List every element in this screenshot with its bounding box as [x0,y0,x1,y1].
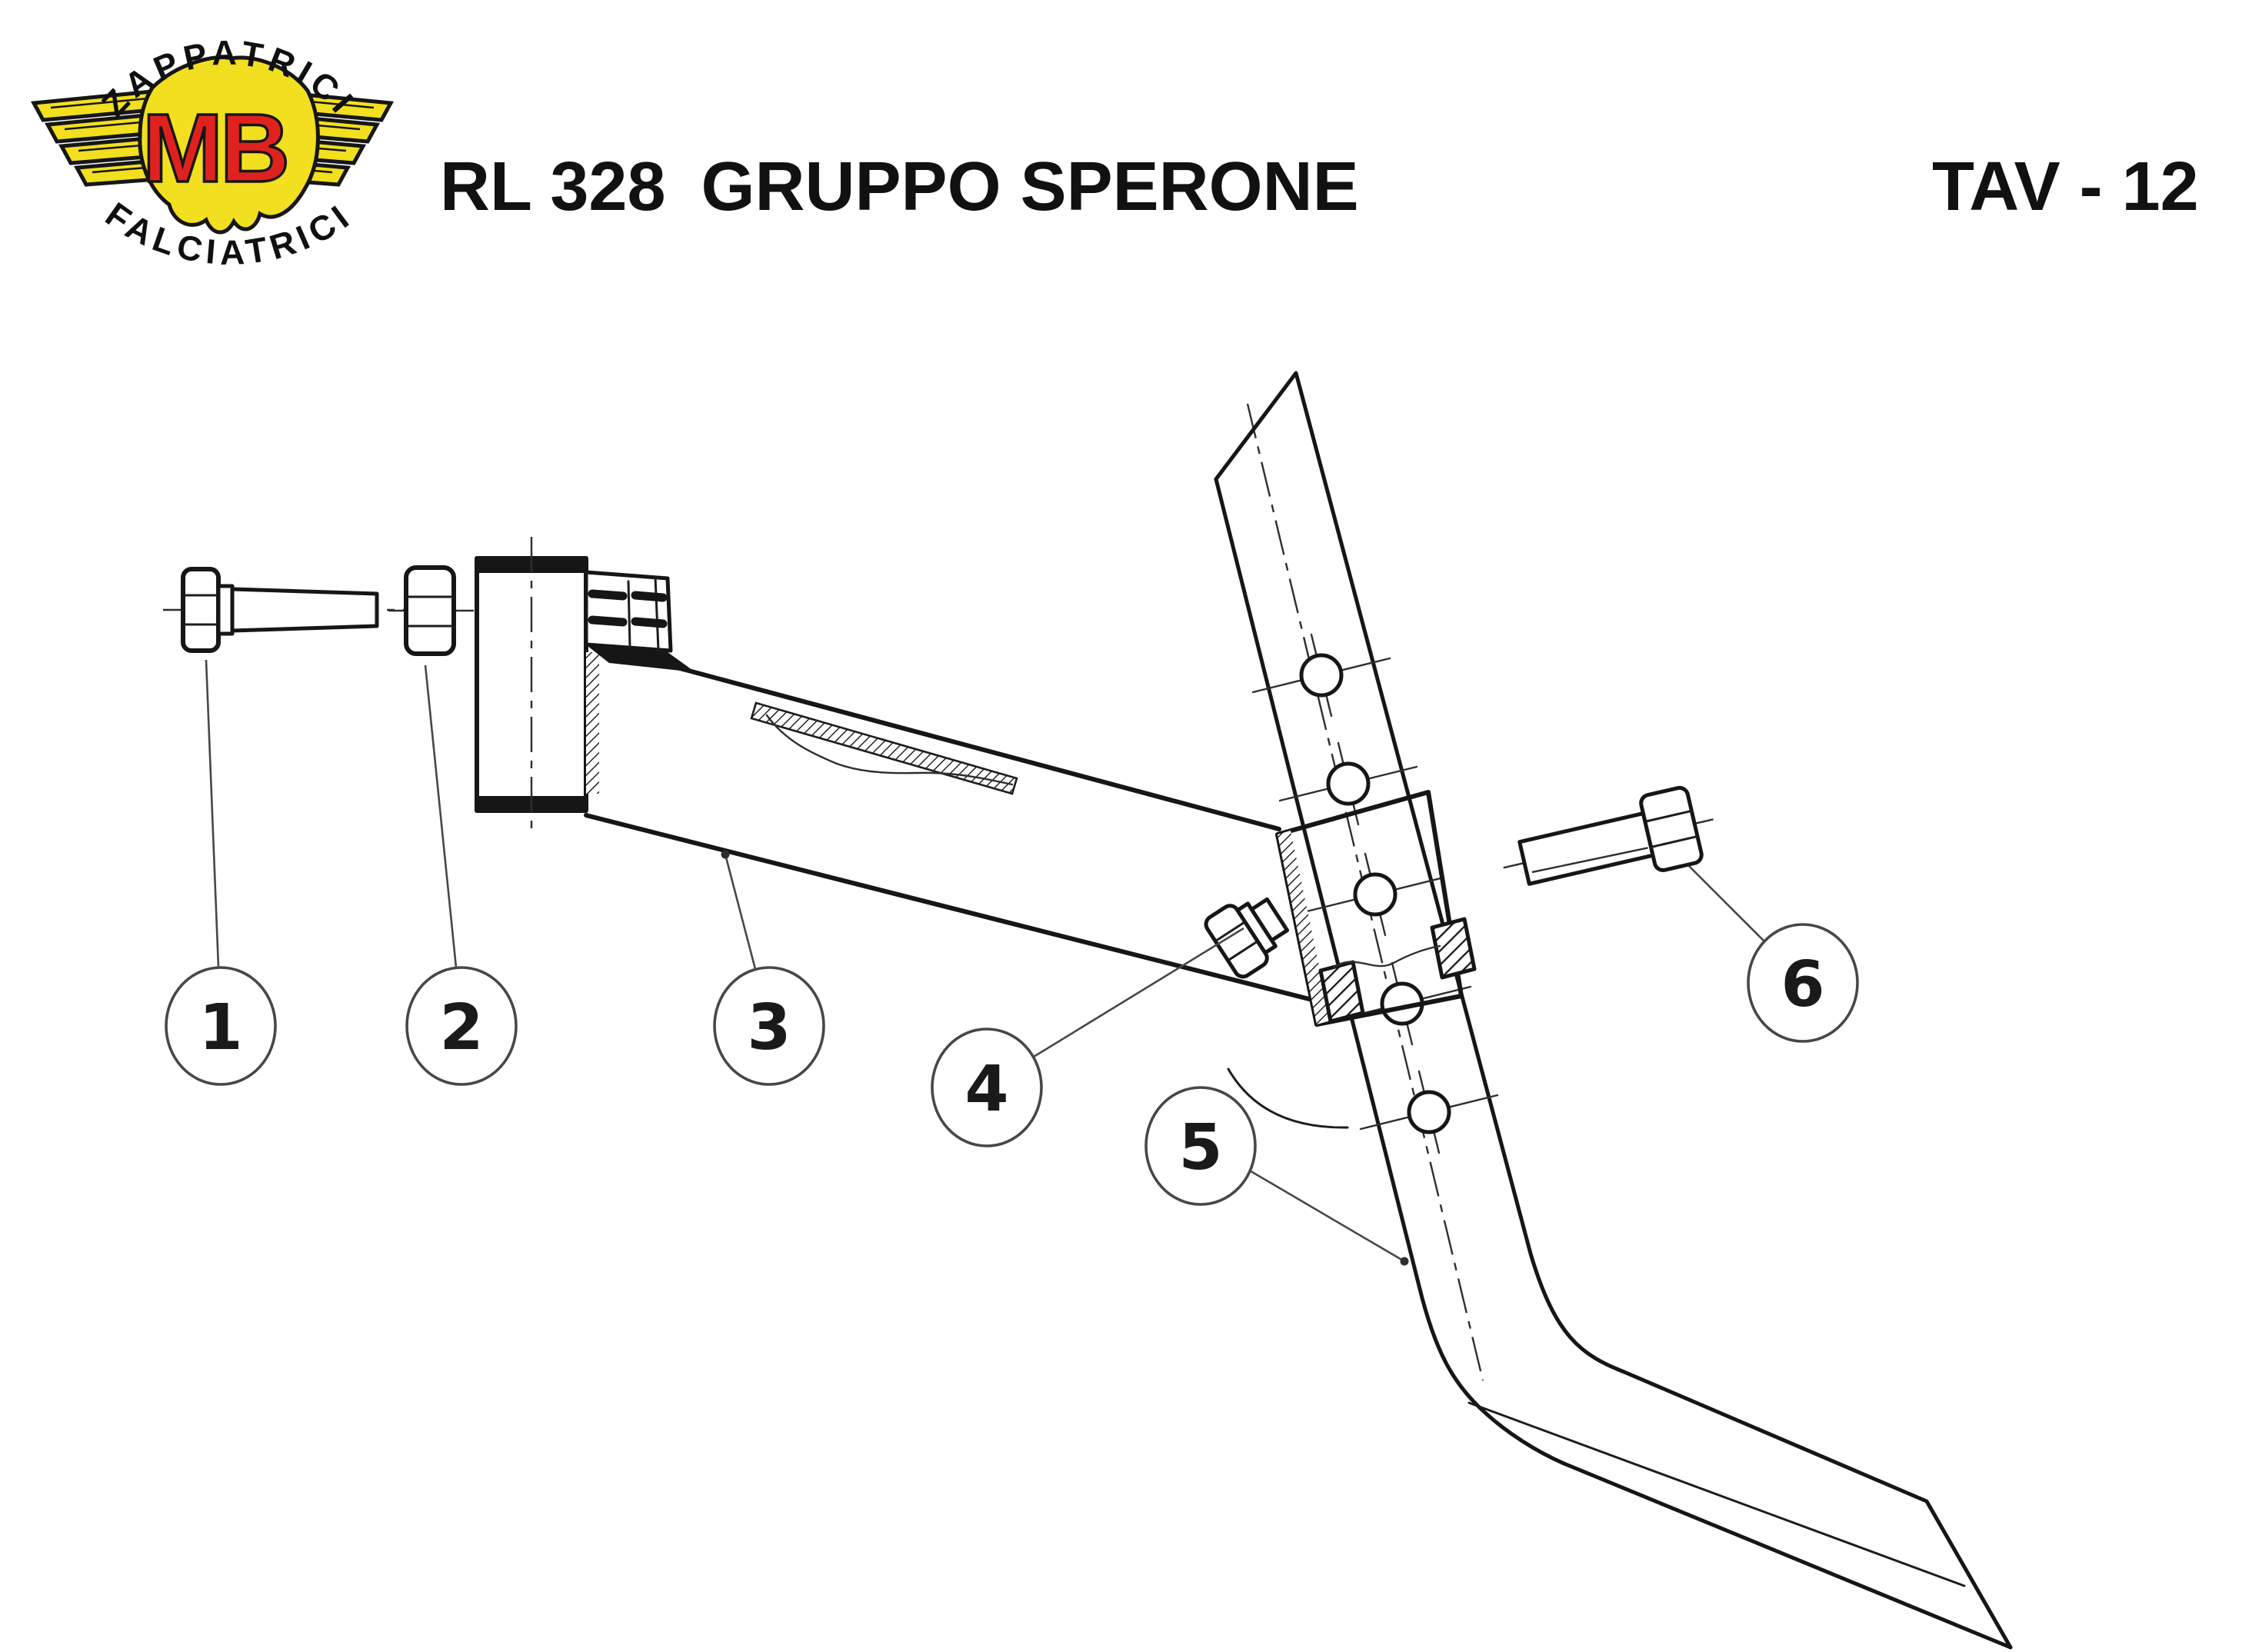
part-6-hex-bolt [1503,785,1718,886]
part-5-spur-blade [1214,371,2013,1650]
callout-number: 3 [747,991,791,1064]
page-title: RL 328 GRUPPO SPERONE [440,148,1359,227]
callout-balloon-4: 4 [931,1028,1043,1147]
logo-mb-text: MB [142,94,287,202]
callout-number: 1 [198,991,242,1064]
callout-balloon-3: 3 [713,966,825,1086]
model-code: RL 328 [440,148,666,225]
clamp-block [1227,790,1477,1129]
brand-logo: MB ZAPPATRICI FALCIATRICI [20,3,405,295]
drawing-title: GRUPPO SPERONE [701,148,1359,225]
callout-balloon-5: 5 [1144,1086,1257,1206]
part-3-support-arm [475,537,1321,1004]
leader-lines [205,659,1767,1266]
plate-number: TAV - 12 [1932,148,2199,225]
callout-balloon-1: 1 [165,966,277,1086]
callout-number: 6 [1781,948,1824,1021]
callout-balloon-6: 6 [1747,923,1859,1043]
callout-number: 4 [964,1053,1008,1126]
part-4-clamp-bolt [1204,897,1290,979]
part-1-hex-bolt [163,567,415,653]
callout-balloon-2: 2 [405,966,518,1086]
part-2-hex-nut [388,565,474,656]
callout-number: 2 [439,991,483,1064]
brand-logo-icon: MB ZAPPATRICI FALCIATRICI [30,33,395,272]
callout-number: 5 [1178,1111,1222,1184]
logo-flame-icon [138,55,320,235]
